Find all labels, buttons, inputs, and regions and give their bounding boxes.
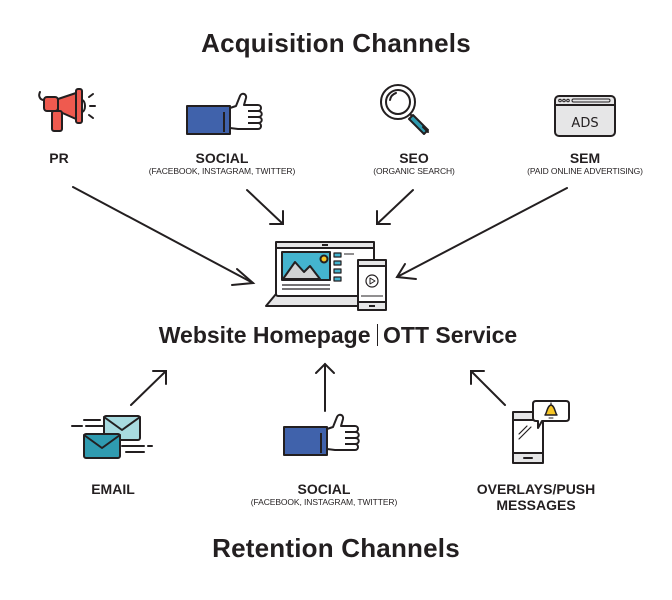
channel-seo: SEO (ORGANIC SEARCH)	[314, 150, 514, 176]
arrow-sem-to-center	[395, 187, 568, 280]
arrow-social-to-center	[246, 189, 284, 225]
ott-service-label: OTT Service	[383, 322, 518, 348]
center-destination: Website Homepage OTT Service	[0, 322, 672, 349]
retention-title: Retention Channels	[212, 533, 460, 563]
channel-label: OVERLAYS/PUSH	[476, 481, 596, 497]
channel-pr: PR	[0, 150, 159, 166]
divider	[376, 324, 378, 346]
acquisition-title: Acquisition Channels	[201, 28, 471, 58]
channel-social-acquisition: SOCIAL (FACEBOOK, INSTAGRAM, TWITTER)	[122, 150, 322, 176]
channel-social-retention: SOCIAL (FACEBOOK, INSTAGRAM, TWITTER)	[224, 481, 424, 507]
channel-sem: SEM (PAID ONLINE ADVERTISING)	[485, 150, 672, 176]
channel-label-line2: MESSAGES	[496, 497, 576, 513]
magnifier-icon	[380, 84, 429, 135]
phone-notification-icon	[512, 400, 570, 464]
channel-label: EMAIL	[91, 481, 135, 497]
channel-label: SEM	[569, 150, 601, 166]
ads-text: ADS	[571, 116, 598, 131]
megaphone-icon	[38, 88, 96, 132]
arrow-social-retention-to-center	[315, 362, 335, 412]
arrow-email-to-center	[130, 370, 167, 406]
email-icon	[71, 415, 153, 459]
laptop-phone-icon	[265, 241, 387, 311]
channel-label: PR	[49, 150, 69, 166]
channel-email: EMAIL	[13, 481, 213, 497]
channel-sub: (PAID ONLINE ADVERTISING)	[527, 166, 643, 176]
arrow-pr-to-center	[72, 186, 256, 286]
website-homepage-label: Website Homepage	[158, 322, 371, 348]
channel-sub: (FACEBOOK, INSTAGRAM, TWITTER)	[250, 497, 398, 507]
channel-sub: (FACEBOOK, INSTAGRAM, TWITTER)	[148, 166, 296, 176]
channel-overlays-push: OVERLAYS/PUSH MESSAGES	[436, 481, 636, 513]
thumbs-up-icon	[186, 92, 263, 135]
channel-label: SOCIAL	[195, 150, 249, 166]
channel-label: SOCIAL	[297, 481, 351, 497]
ads-browser-icon: ADS	[554, 95, 616, 137]
thumbs-up-icon	[283, 413, 360, 456]
arrow-push-to-center	[470, 370, 506, 406]
channel-label: SEO	[399, 150, 429, 166]
channel-sub: (ORGANIC SEARCH)	[373, 166, 455, 176]
arrow-seo-to-center	[376, 189, 414, 225]
